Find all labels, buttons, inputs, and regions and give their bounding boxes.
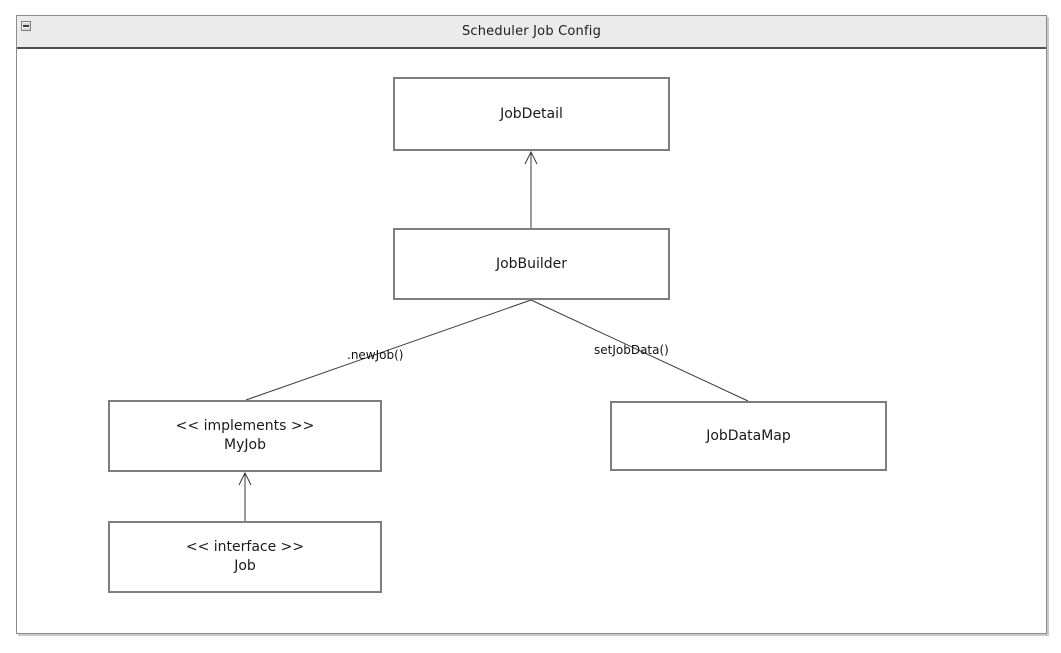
node-stereotype: << implements >>: [175, 418, 315, 434]
window-titlebar: Scheduler Job Config: [17, 16, 1046, 49]
diagram-node-jobbuilder[interactable]: JobBuilder: [393, 228, 670, 300]
diagram-node-job[interactable]: << interface >> Job: [108, 521, 382, 593]
window-menu-button[interactable]: [21, 21, 31, 31]
window-menu-icon: [23, 25, 29, 27]
node-label: JobDetail: [500, 105, 563, 122]
edge-label-setjobdata: setJobData(): [594, 343, 669, 357]
diagram-node-myjob[interactable]: << implements >> MyJob: [108, 400, 382, 472]
edge-label-newjob: .newJob(): [347, 348, 404, 362]
diagram-node-jobdetail[interactable]: JobDetail: [393, 77, 670, 151]
node-label: Job: [234, 558, 256, 574]
arrowhead-myjob: [238, 471, 252, 486]
node-stereotype: << interface >>: [185, 539, 305, 555]
diagram-node-jobdatamap[interactable]: JobDataMap: [610, 401, 887, 471]
diagram-window: Scheduler Job Config JobDetail JobBuilde…: [16, 15, 1047, 634]
diagram-canvas: JobDetail JobBuilder << implements >> My…: [17, 16, 1046, 633]
arrowhead-jobdetail: [524, 150, 538, 165]
node-label: JobDataMap: [706, 427, 791, 444]
node-label: MyJob: [224, 437, 266, 453]
window-title: Scheduler Job Config: [461, 24, 602, 39]
node-label: JobBuilder: [495, 255, 568, 272]
